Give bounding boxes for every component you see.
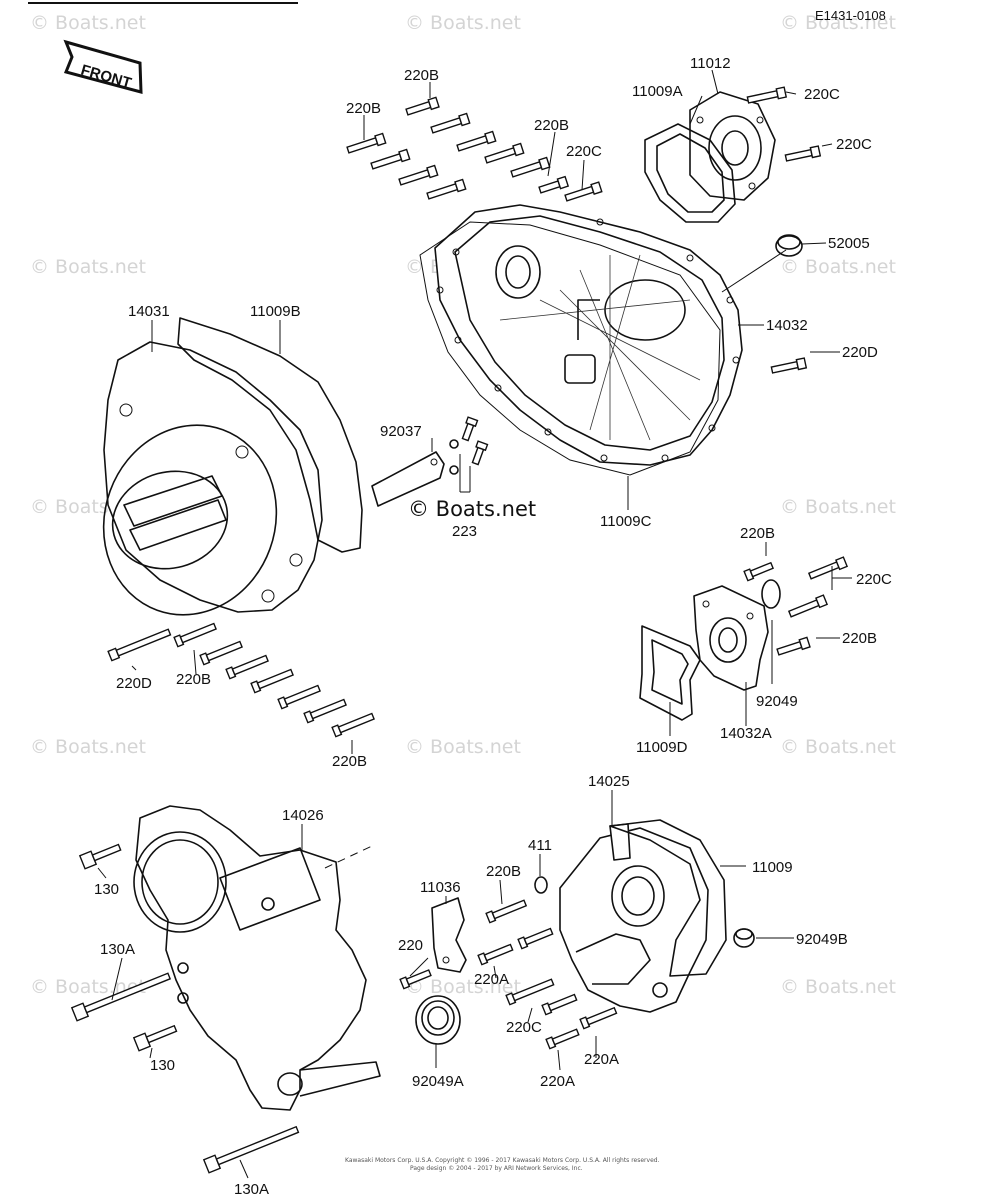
part-label: 130A	[100, 941, 135, 958]
watermark-center: © Boats.net	[408, 497, 536, 521]
leader-lines	[97, 69, 852, 1179]
part-label: 220A	[474, 971, 509, 988]
bolt-group-left	[107, 622, 375, 738]
gasket-11009b	[177, 317, 363, 553]
part-label: 223	[452, 523, 477, 540]
nut-411	[534, 876, 548, 894]
part-label: 220C	[856, 571, 892, 588]
part-label: 411	[528, 837, 552, 854]
watermark: © Boats.net	[780, 736, 896, 758]
watermark: © Boats.net	[405, 736, 521, 758]
part-label: 220B	[332, 753, 367, 770]
part-label: 220B	[404, 67, 439, 84]
part-label: 11009B	[250, 303, 301, 320]
part-label: 11009	[752, 859, 793, 876]
copyright-line: Kawasaki Motors Corp. U.S.A. Copyright ©…	[345, 1157, 660, 1164]
watermark: © Boats.net	[30, 12, 146, 34]
part-label: 14032A	[720, 725, 772, 742]
seal-52005	[775, 234, 803, 257]
bracket-11036	[431, 897, 467, 973]
gasket-11009a-inner	[656, 133, 725, 213]
bolts-223	[449, 416, 489, 475]
crankcase-cover-14032	[434, 204, 743, 466]
gasket-11009a	[644, 123, 736, 223]
part-label: 92049	[756, 693, 798, 710]
part-label: 130	[94, 881, 119, 898]
part-label: 220C	[804, 86, 840, 103]
part-label: 11012	[690, 55, 731, 72]
watermark: © Boats.net	[780, 256, 896, 278]
part-label: 220C	[836, 136, 872, 153]
axis-line	[324, 845, 373, 869]
part-label: 220B	[740, 525, 775, 542]
seal-92049b	[733, 928, 755, 948]
diagram-code: E1431-0108	[815, 8, 886, 23]
part-label: 220B	[176, 671, 211, 688]
bolt-group-bottom-left	[70, 843, 300, 1174]
part-label: 11009A	[632, 83, 683, 100]
bolt-group-bottom-right	[399, 899, 618, 1050]
cover-14025	[559, 823, 709, 1013]
gasket-11009c	[419, 221, 721, 476]
part-label: 11009C	[600, 513, 652, 530]
part-label: 52005	[828, 235, 870, 252]
part-labels: 220B 220B 220B 220C 11012 11009A 220C 22…	[94, 55, 892, 1198]
part-label: 220	[398, 937, 423, 954]
part-label: 220A	[540, 1073, 575, 1090]
watermark: © Boats.net	[30, 736, 146, 758]
seal-92049a	[415, 995, 461, 1045]
part-label: 220B	[534, 117, 569, 134]
plate-92037	[371, 451, 445, 507]
part-label: 11009D	[636, 739, 688, 756]
part-label: 220C	[566, 143, 602, 160]
part-label: 92049B	[796, 931, 848, 948]
cap-11012	[689, 91, 776, 201]
front-arrow-icon: FRONT	[63, 39, 143, 94]
bolt-group-mid-right	[743, 556, 849, 656]
bolt-group-top	[346, 86, 822, 374]
part-label: 14032	[766, 317, 808, 334]
part-label: 220B	[842, 630, 877, 647]
part-label: 220A	[584, 1051, 619, 1068]
part-label: 130	[150, 1057, 175, 1074]
collar-92049	[761, 579, 781, 609]
cover-14032a	[693, 585, 769, 691]
watermark: © Boats.net	[30, 976, 146, 998]
part-label: 220B	[346, 100, 381, 117]
gasket-11009	[609, 819, 727, 977]
watermark: © Boats.net	[780, 12, 896, 34]
watermark: © Boats.net	[405, 976, 521, 998]
part-label: 92037	[380, 423, 422, 440]
copyright-line: Page design © 2004 - 2017 by ARI Network…	[410, 1165, 583, 1172]
part-label: 220D	[842, 344, 878, 361]
watermark: © Boats.net	[780, 496, 896, 518]
part-label: 130A	[234, 1181, 269, 1198]
watermark: © Boats.net	[405, 12, 521, 34]
part-label: 14025	[588, 773, 630, 790]
part-label: 220B	[486, 863, 521, 880]
gasket-11009d	[639, 625, 701, 721]
part-label: 14031	[128, 303, 170, 320]
part-label: 220D	[116, 675, 152, 692]
chain-cover-14026	[133, 805, 381, 1111]
part-label: 220C	[506, 1019, 542, 1036]
watermark: © Boats.net	[30, 256, 146, 278]
part-label: 92049A	[412, 1073, 464, 1090]
part-label: 11036	[420, 879, 461, 896]
watermark: © Boats.net	[780, 976, 896, 998]
part-label: 14026	[282, 807, 324, 824]
generator-cover-14031	[102, 341, 323, 616]
